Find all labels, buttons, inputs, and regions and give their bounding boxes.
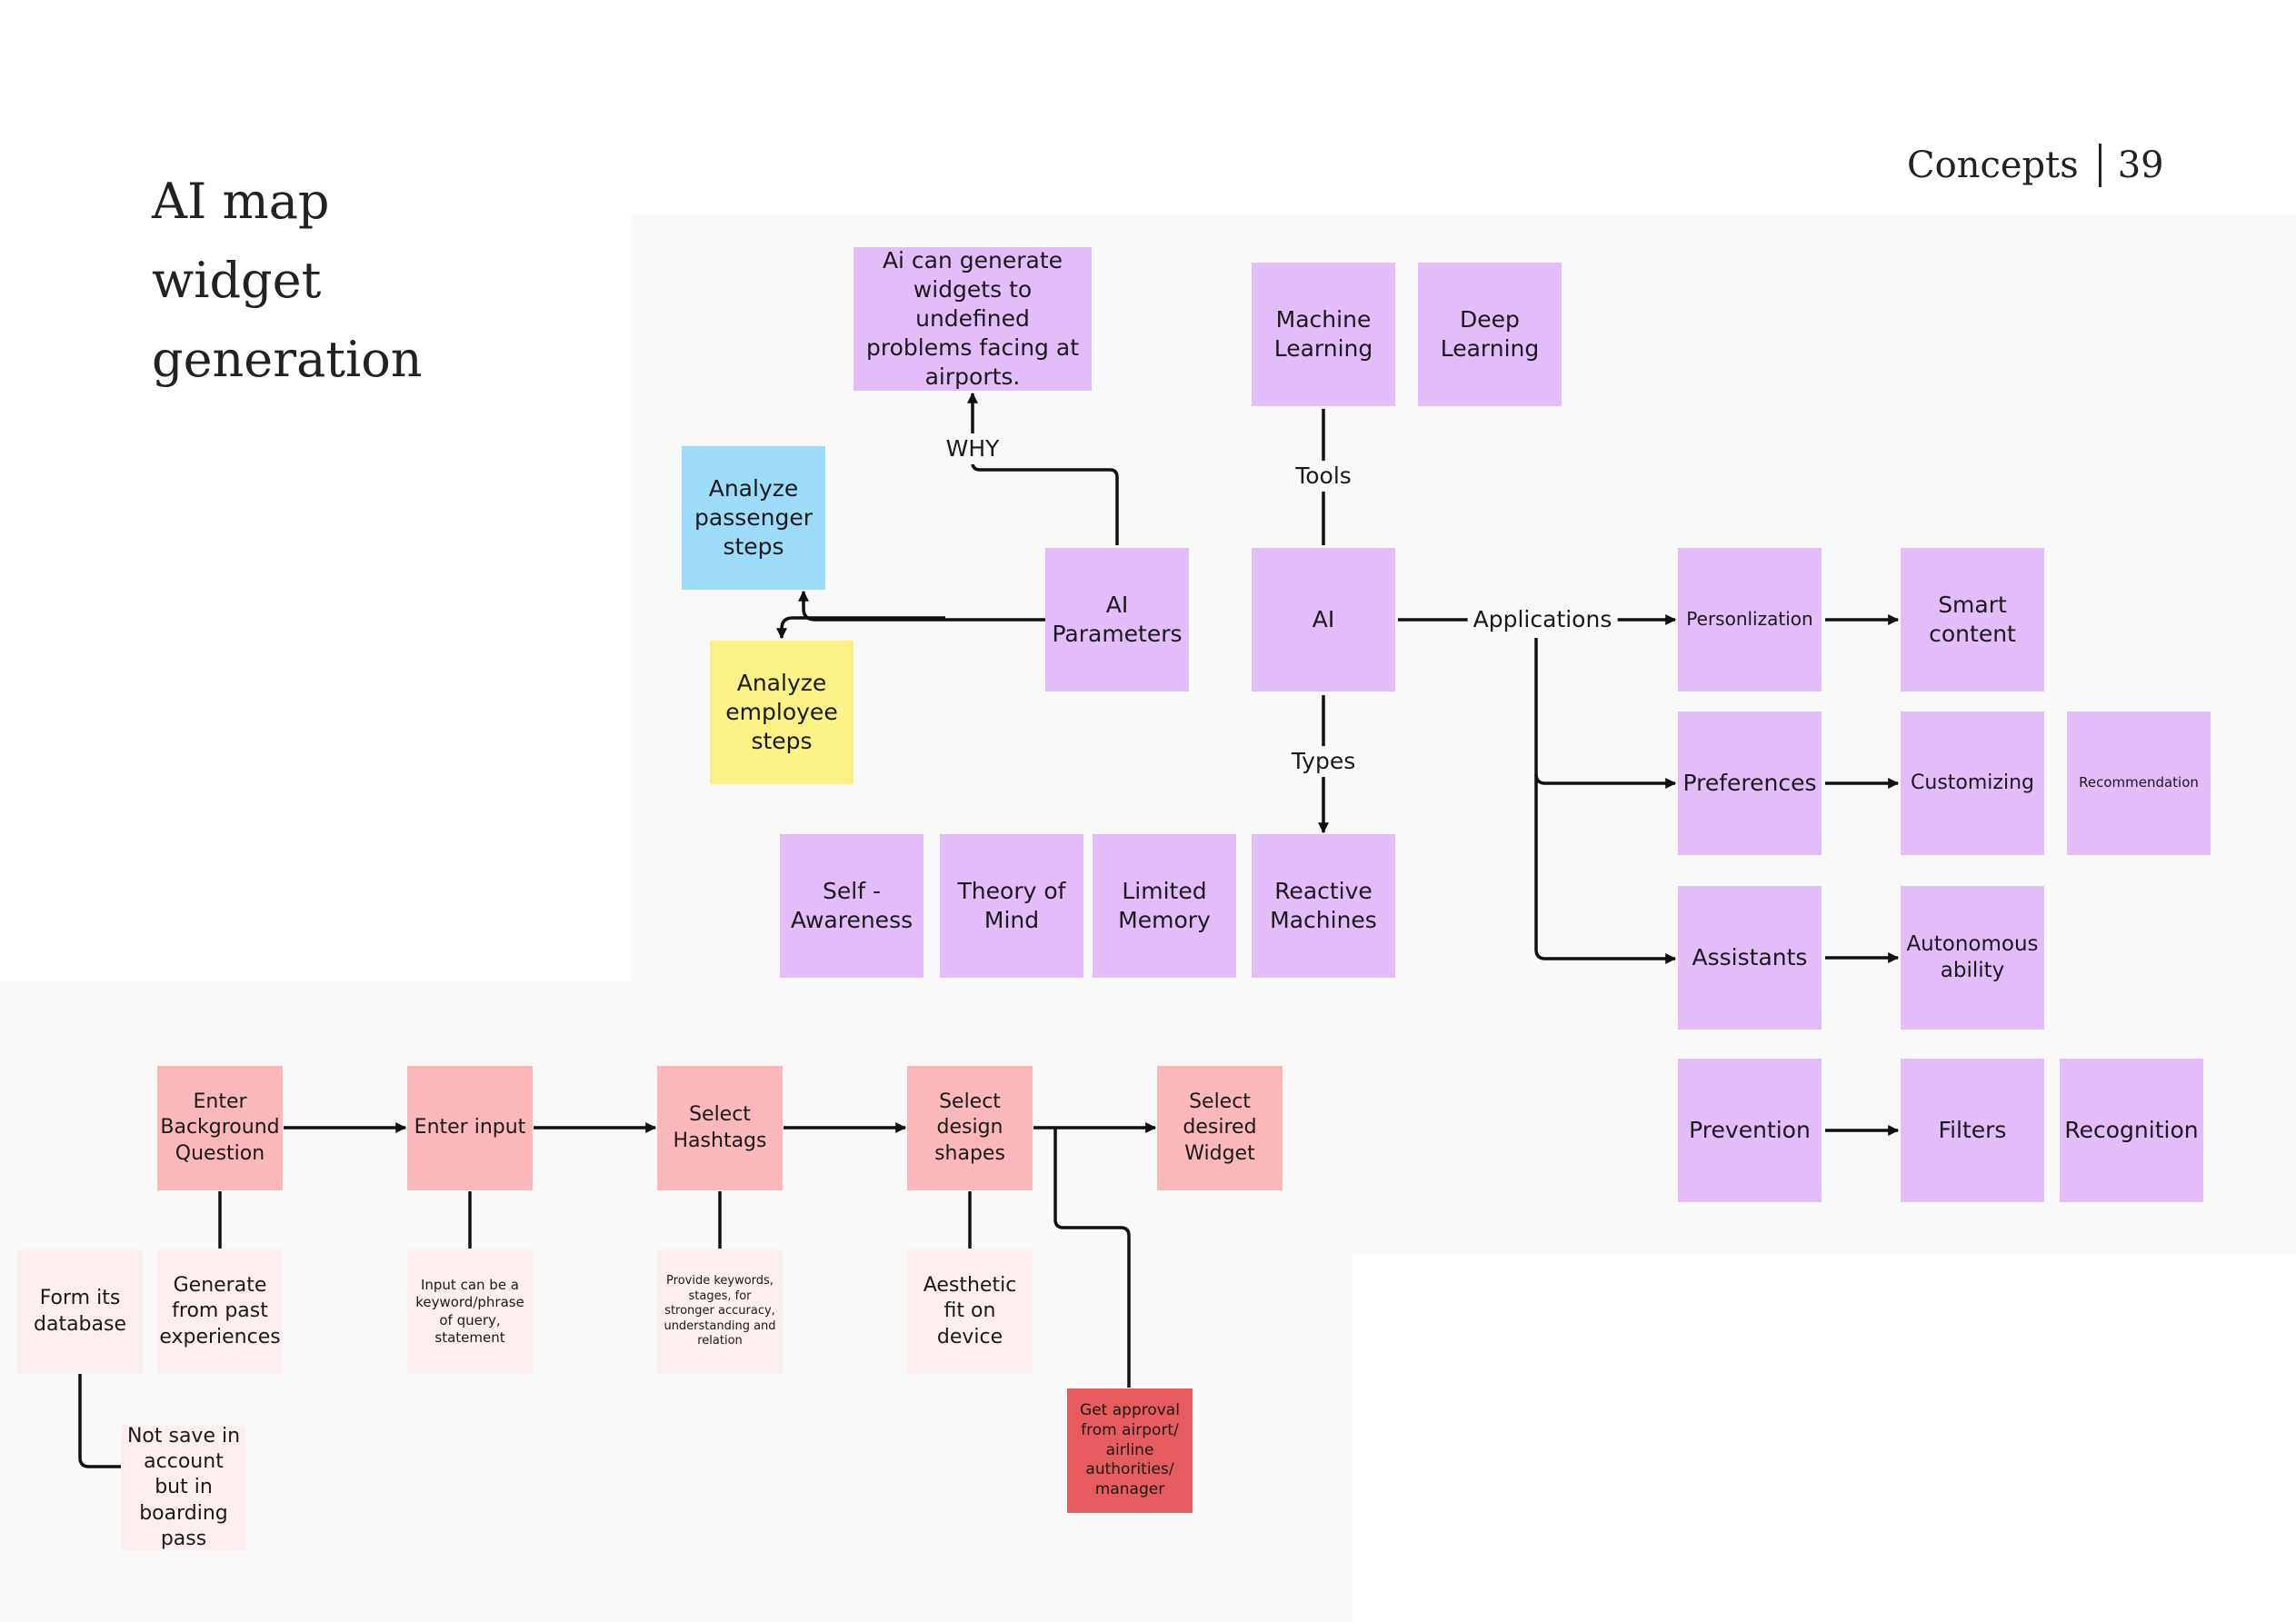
note-smart-content[interactable]: Smart content	[1901, 548, 2044, 692]
section-name: Concepts	[1907, 144, 2079, 186]
note-deep-learning[interactable]: Deep Learning	[1418, 263, 1562, 406]
page-title: AI map widget generation	[152, 162, 423, 399]
note-recognition[interactable]: Recognition	[2060, 1059, 2203, 1202]
note-recommendation[interactable]: Recommendation	[2067, 711, 2211, 855]
note-assistants[interactable]: Assistants	[1678, 886, 1822, 1030]
label-types: Types	[1285, 746, 1362, 777]
note-why-goal[interactable]: Ai can generate widgets to undefined pro…	[854, 247, 1092, 391]
note-aesthetic-fit[interactable]: Aesthetic fit on device	[907, 1249, 1033, 1374]
step-select-hashtags[interactable]: Select Hashtags	[657, 1066, 783, 1190]
label-why: WHY	[940, 433, 1005, 464]
note-type-self-awareness[interactable]: Self - Awareness	[780, 834, 923, 978]
note-preferences[interactable]: Preferences	[1678, 711, 1822, 855]
note-input-description[interactable]: Input can be a keyword/phrase of query, …	[407, 1249, 533, 1374]
header-divider	[2098, 144, 2101, 187]
note-keywords-description[interactable]: Provide keywords, stages, for stronger a…	[657, 1249, 783, 1374]
note-autonomous-ability[interactable]: Autonomous ability	[1901, 886, 2044, 1030]
edge-params-to-analyze	[798, 590, 1045, 622]
label-tools: Tools	[1290, 461, 1357, 492]
step-enter-input[interactable]: Enter input	[407, 1066, 533, 1190]
note-prevention[interactable]: Prevention	[1678, 1059, 1822, 1202]
step-enter-background-question[interactable]: Enter Background Question	[157, 1066, 283, 1190]
note-analyze-passenger[interactable]: Analyze passenger steps	[682, 446, 825, 590]
note-type-theory-of-mind[interactable]: Theory of Mind	[940, 834, 1083, 978]
note-get-approval[interactable]: Get approval from airport/ airline autho…	[1067, 1388, 1193, 1513]
page-title-line-3: generation	[152, 331, 423, 388]
edge-branch-preferences	[1534, 773, 1677, 789]
page-header: Concepts 39	[1907, 138, 2164, 193]
edge-params-to-employee	[776, 616, 945, 640]
note-machine-learning[interactable]: Machine Learning	[1252, 263, 1395, 406]
note-form-database[interactable]: Form its database	[17, 1249, 143, 1374]
page-number: 39	[2117, 144, 2164, 186]
note-generate-past[interactable]: Generate from past experiences	[157, 1249, 283, 1374]
edge-step4-approval	[1053, 1128, 1131, 1388]
note-ai[interactable]: AI	[1252, 548, 1395, 692]
step-select-design-shapes[interactable]: Select design shapes	[907, 1066, 1033, 1190]
note-filters[interactable]: Filters	[1901, 1059, 2044, 1202]
note-analyze-employee[interactable]: Analyze employee steps	[710, 641, 854, 784]
note-personalization[interactable]: Personlization	[1678, 548, 1822, 692]
page-title-line-2: widget	[152, 252, 322, 309]
note-type-reactive-machines[interactable]: Reactive Machines	[1252, 834, 1395, 978]
edge-branch-applications	[1534, 638, 1677, 964]
label-applications: Applications	[1467, 604, 1618, 635]
page-title-line-1: AI map	[152, 173, 330, 230]
step-select-desired-widget[interactable]: Select desired Widget	[1157, 1066, 1283, 1190]
edge-database-not-save	[78, 1374, 121, 1468]
note-ai-parameters[interactable]: AI Parameters	[1045, 548, 1189, 692]
note-not-save[interactable]: Not save in account but in boarding pass	[121, 1425, 246, 1550]
note-customizing[interactable]: Customizing	[1901, 711, 2044, 855]
note-type-limited-memory[interactable]: Limited Memory	[1093, 834, 1236, 978]
edge-params-to-why	[967, 392, 1119, 545]
